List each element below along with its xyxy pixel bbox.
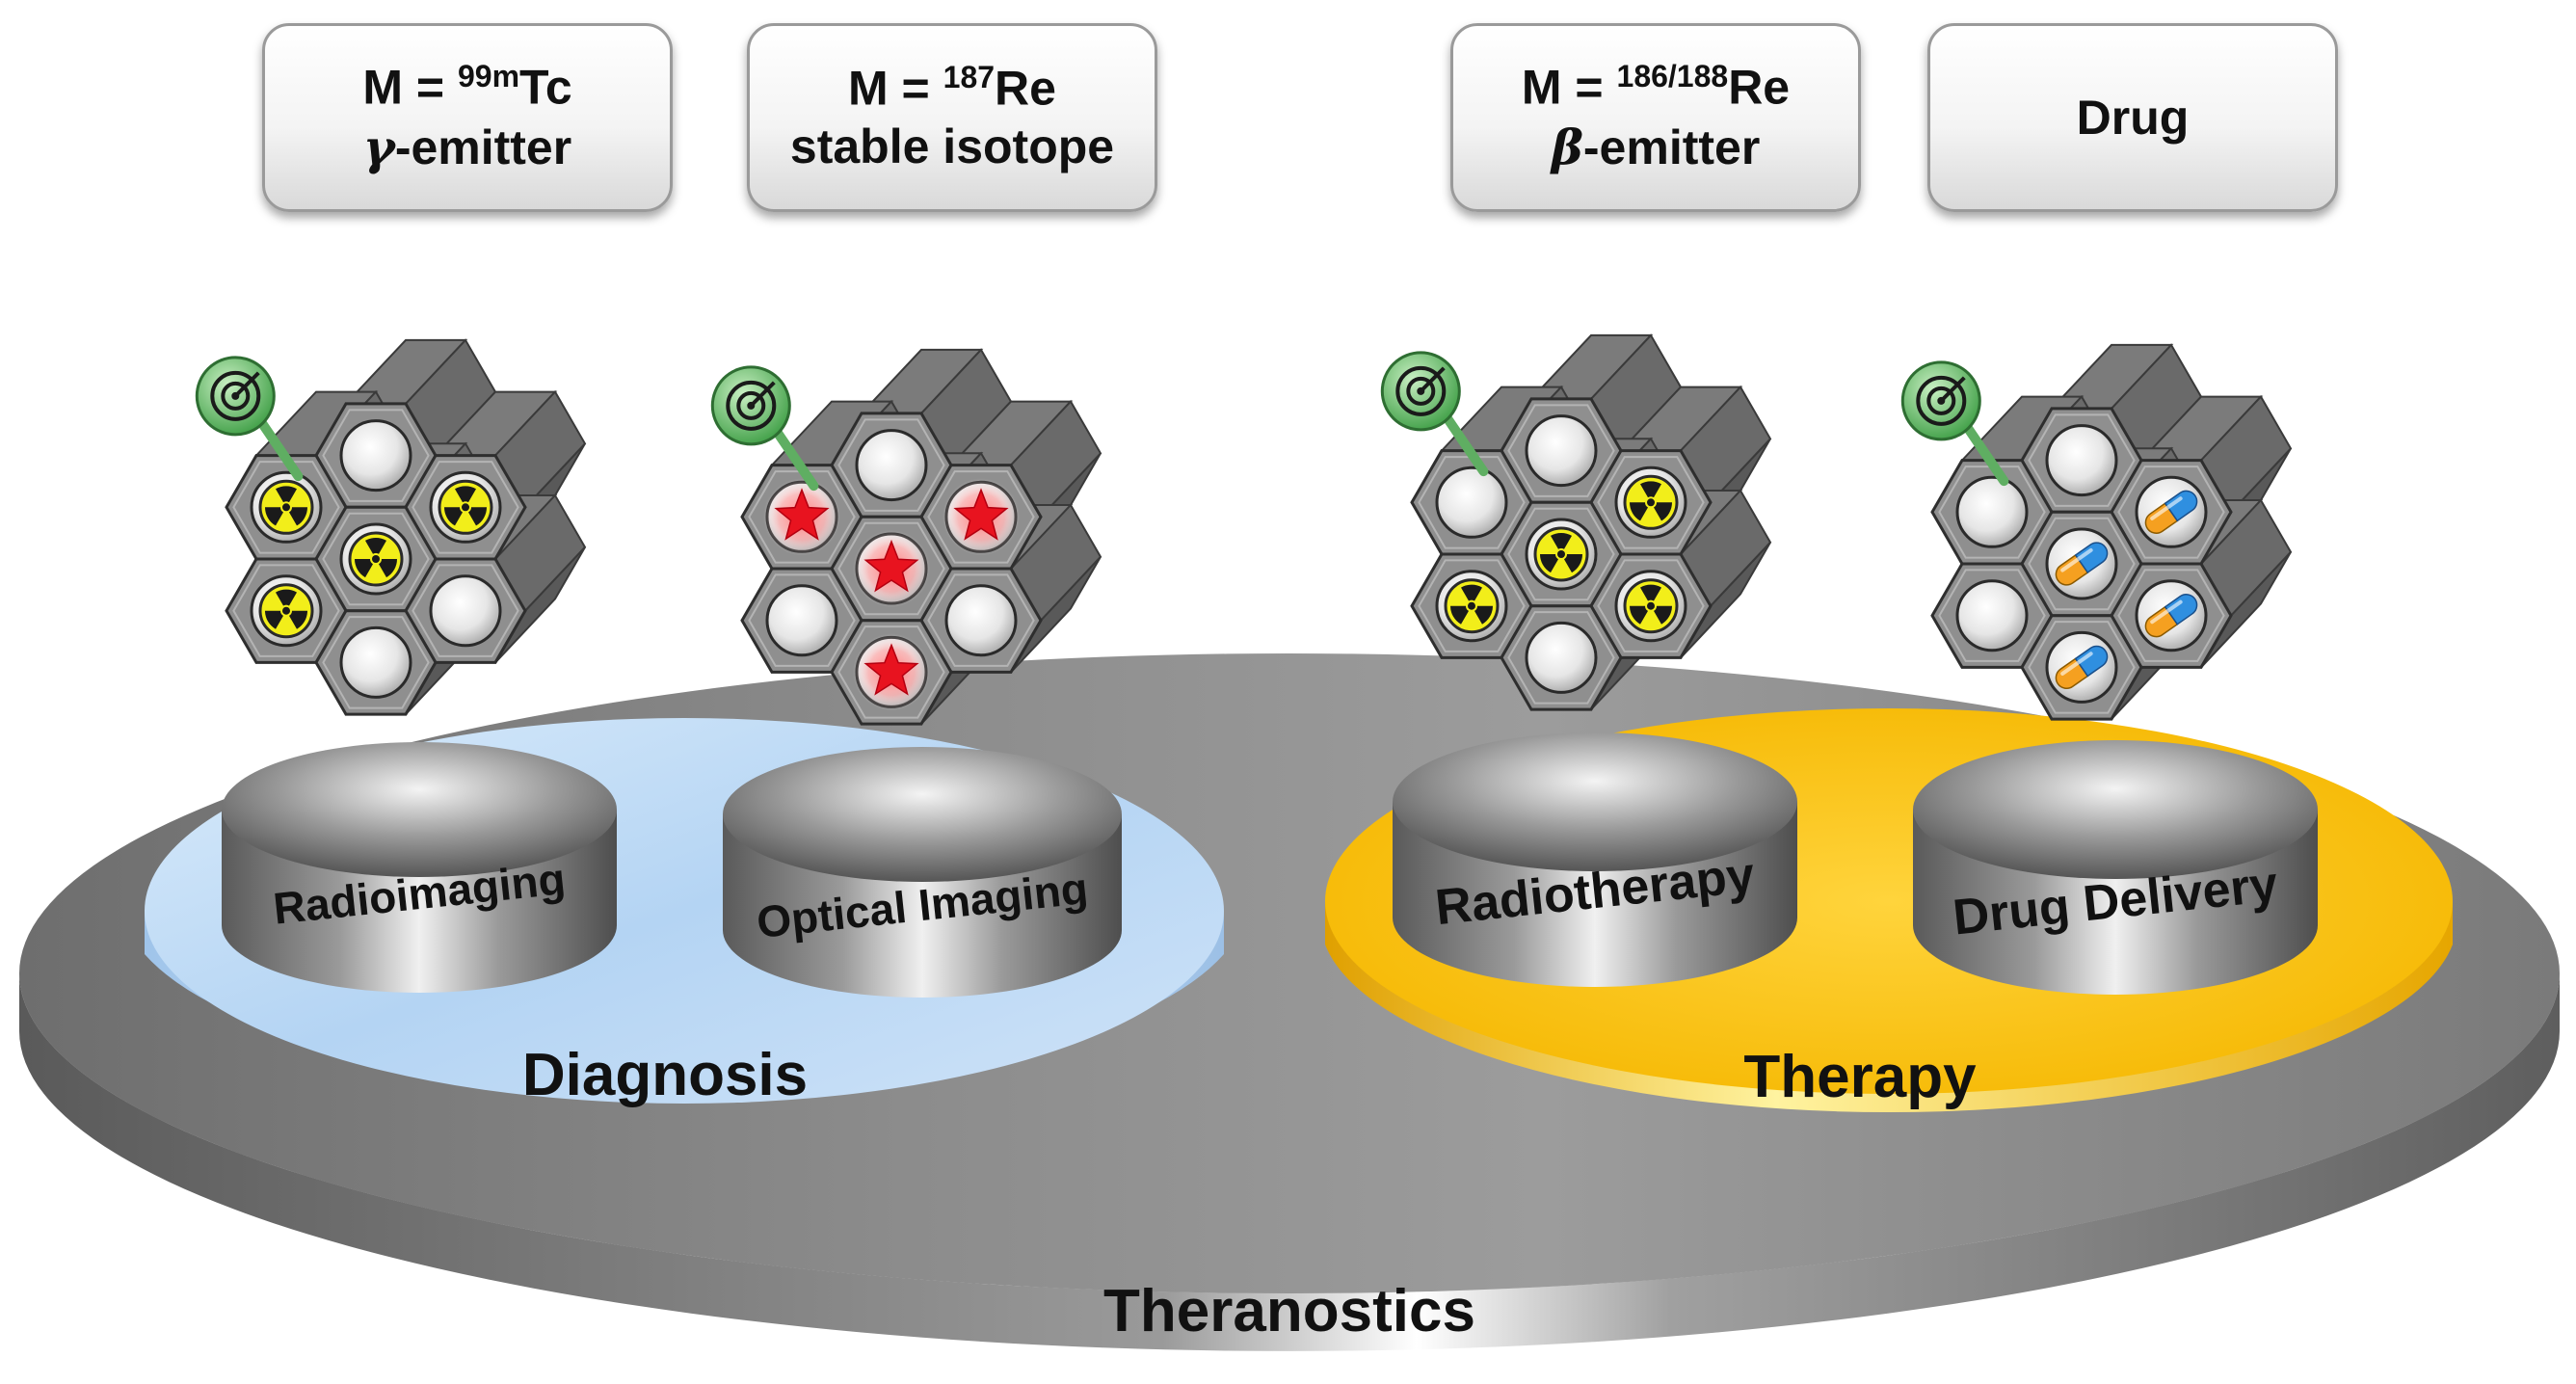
disc-optical-imaging xyxy=(723,747,1122,998)
pore xyxy=(1955,579,2029,652)
star-icon xyxy=(943,478,1020,556)
info-box-tc99m: M = 99mTc γ-emitter xyxy=(262,23,673,212)
capsule-icon xyxy=(2055,645,2109,689)
pore xyxy=(339,625,412,699)
isotope-property: stable isotope xyxy=(789,120,1115,174)
particle-cluster xyxy=(1900,343,2293,721)
info-box-re187-isotope: M = 187Re xyxy=(848,59,1056,119)
particle-cluster xyxy=(1380,333,1772,711)
radiation-icon xyxy=(258,583,314,639)
radiation-icon xyxy=(258,479,314,535)
info-box-re187: M = 187Re stable isotope xyxy=(747,23,1157,212)
beta-symbol: β xyxy=(1551,118,1583,175)
pore xyxy=(2045,424,2118,497)
disc-drug-delivery xyxy=(1913,740,2318,995)
pore xyxy=(855,429,928,502)
capsule-icon xyxy=(2144,594,2198,638)
radiation-icon xyxy=(1623,578,1679,634)
info-box-tc99m-isotope: M = 99mTc xyxy=(362,58,571,118)
pore xyxy=(339,419,412,492)
info-box-re186-188-isotope: M = 186/188Re xyxy=(1522,58,1790,118)
star-icon xyxy=(853,530,930,607)
pore xyxy=(1525,621,1598,694)
radiation-icon xyxy=(1533,526,1589,582)
capsule-icon xyxy=(2055,542,2109,586)
particle-cluster xyxy=(710,348,1102,726)
target-icon xyxy=(710,365,819,492)
diagnosis-label: Diagnosis xyxy=(521,1042,809,1108)
info-box-re186-188-property: β-emitter xyxy=(1552,118,1761,177)
pore xyxy=(1525,414,1598,488)
star-icon xyxy=(763,478,840,556)
pore xyxy=(429,574,502,648)
target-icon xyxy=(1380,351,1489,477)
disc-radiotherapy xyxy=(1393,732,1797,987)
particle-cluster xyxy=(195,338,587,716)
emitter-type: -emitter xyxy=(1582,120,1761,174)
radiation-icon xyxy=(438,479,493,535)
info-box-tc99m-property: γ-emitter xyxy=(363,118,571,177)
emitter-type: -emitter xyxy=(394,120,572,174)
disc-radioimaging xyxy=(222,742,617,993)
element-symbol: Tc xyxy=(519,60,572,115)
info-box-re187-property: stable isotope xyxy=(790,118,1114,176)
radiation-icon xyxy=(348,531,404,587)
metal-prefix: M = xyxy=(362,60,458,115)
pore xyxy=(765,584,838,657)
target-icon xyxy=(1900,360,2009,487)
mesoporous-particles xyxy=(195,333,2293,726)
target-icon xyxy=(195,356,304,482)
star-icon xyxy=(853,633,930,711)
capsule-icon xyxy=(2144,490,2198,534)
element-symbol: Re xyxy=(1728,60,1791,115)
isotope-mass: 186/188 xyxy=(1616,59,1729,94)
pore xyxy=(1955,475,2029,548)
metal-prefix: M = xyxy=(848,61,943,116)
gamma-symbol: γ xyxy=(362,118,395,175)
pore xyxy=(1435,466,1508,539)
theranostics-label: Theranostics xyxy=(1103,1278,1475,1344)
isotope-mass: 99m xyxy=(457,59,520,94)
metal-prefix: M = xyxy=(1521,60,1617,115)
therapy-label: Therapy xyxy=(1743,1044,1977,1110)
drug-label: Drug xyxy=(2076,90,2190,145)
radiation-icon xyxy=(1623,474,1679,530)
radiation-icon xyxy=(1444,578,1500,634)
element-symbol: Re xyxy=(995,61,1056,116)
pore xyxy=(944,584,1018,657)
info-box-re186-188: M = 186/188Re β-emitter xyxy=(1450,23,1861,212)
info-box-drug: Drug xyxy=(1927,23,2338,212)
isotope-mass: 187 xyxy=(943,59,996,94)
